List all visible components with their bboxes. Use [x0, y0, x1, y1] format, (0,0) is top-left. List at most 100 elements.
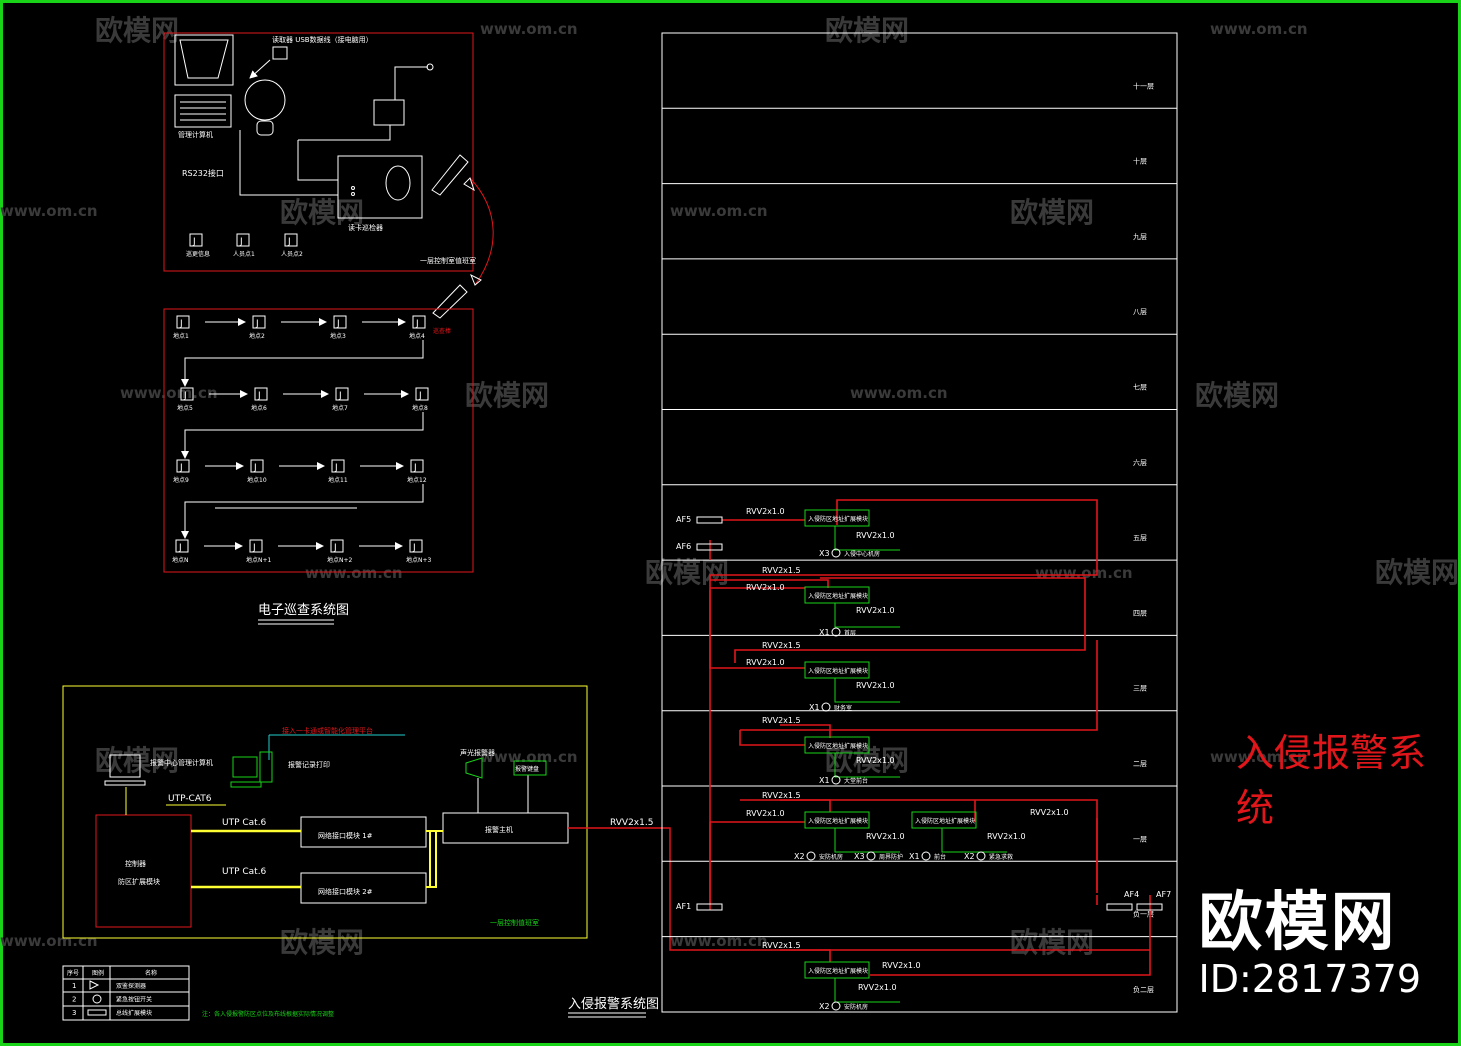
- af-terminal: [1136, 903, 1163, 911]
- legend-header: 名称: [145, 969, 157, 977]
- patrol-point-label: 地点12: [407, 476, 427, 484]
- riser-frame: [661, 32, 1178, 1013]
- cable-label-device: RVV2x1.0: [746, 809, 785, 818]
- floor-label: 九层: [1133, 232, 1147, 241]
- utp-label-2: UTP Cat.6: [222, 818, 267, 828]
- patrol-point-label: 地点N+1: [246, 556, 272, 564]
- watermark-url: www.om.cn: [120, 384, 218, 402]
- legend-no: 1: [72, 982, 76, 990]
- control-room-label: 一层控制室值班室: [420, 256, 476, 265]
- patrol-point-icon: [175, 539, 189, 553]
- watermark-logo: 欧模网: [1010, 926, 1094, 959]
- riser-diagram: 十一层十层九层八层七层六层五层四层三层二层一层负一层负二层AF5AF6AF1AF…: [661, 32, 1178, 1013]
- patrol-point-mark: J: [338, 391, 342, 401]
- bus-cable-link: [568, 827, 1150, 951]
- patrol-wand-icon-2: [432, 284, 468, 319]
- patrol-point-icon: [176, 459, 190, 473]
- cable-label-device: RVV2x1.0: [856, 531, 895, 540]
- patrol-point-mark: J: [179, 463, 183, 473]
- patrol-point-mark: J: [413, 463, 417, 473]
- watermark-layer: 欧模网欧模网欧模网欧模网欧模网欧模网欧模网欧模网欧模网欧模网欧模网欧模网www.…: [0, 14, 1459, 959]
- patrol-point-icon: [409, 539, 423, 553]
- patrol-diagram: [163, 32, 494, 573]
- floor-label: 六层: [1133, 458, 1147, 467]
- module-label: 入侵防区地址扩展模块: [808, 742, 868, 750]
- legend-name: 双鉴探测器: [116, 982, 146, 990]
- patrol-point-mark: J: [183, 391, 187, 401]
- floor-label: 三层: [1133, 685, 1147, 693]
- cable-label-device: RVV2x1.0: [746, 658, 785, 667]
- device-name: 财务室: [834, 704, 852, 712]
- watermark-logo: 欧模网: [825, 744, 909, 777]
- patrol-point-label: 地点N+3: [406, 556, 432, 564]
- patrol-wand-icon: [431, 154, 469, 196]
- host-label: 报警主机: [485, 825, 513, 834]
- patrol-point-icon: [189, 233, 203, 247]
- patrol-point-label: 地点7: [332, 404, 348, 412]
- legend-header: 序号: [67, 969, 79, 977]
- alarm-bus-wire: [780, 799, 831, 812]
- module-label: 入侵防区地址扩展模块: [915, 817, 975, 825]
- floor-label: 十一层: [1133, 81, 1154, 90]
- device-id: X3: [854, 852, 865, 861]
- cable-label-device: RVV2x1.0: [746, 507, 785, 516]
- floor-label: 负一层: [1133, 910, 1154, 919]
- room-label: 一层控制值班室: [490, 918, 539, 927]
- patrol-point-label: 地点2: [249, 332, 265, 340]
- af-label: AF5: [676, 515, 691, 524]
- cable-label-device: RVV2x1.0: [856, 606, 895, 615]
- watermark-url: www.om.cn: [0, 202, 98, 220]
- patrol-point-label: 地点N: [172, 556, 189, 564]
- patrol-point-mark: J: [192, 237, 196, 247]
- watermark-url: www.om.cn: [480, 20, 578, 38]
- patrol-point-label: 地点1: [173, 332, 189, 340]
- patrol-point-label: 地点6: [251, 404, 267, 412]
- cable-label-device: RVV2x1.0: [866, 832, 905, 841]
- reader-label: 读卡巡检器: [348, 223, 383, 232]
- floor-label: 负二层: [1133, 985, 1154, 994]
- patrol-point-icon: [249, 539, 263, 553]
- alarm-bus-wire: [740, 640, 1098, 731]
- watermark-logo: 欧模网: [95, 744, 179, 777]
- device-name: 大堂前台: [844, 777, 868, 785]
- patrol-point-icon: [252, 315, 266, 329]
- computer-icon: [104, 754, 146, 786]
- patrol-point-icon: [180, 387, 194, 401]
- cable-label-device: RVV2x1.0: [858, 983, 897, 992]
- watermark-url: www.om.cn: [305, 564, 403, 582]
- patrol-point-icon: [176, 315, 190, 329]
- patrol-point-icon: [415, 387, 429, 401]
- watermark-logo: 欧模网: [95, 14, 179, 47]
- keyboard-note: 接入一卡通或智能化管理平台: [282, 726, 373, 735]
- cable-label-device: RVV2x1.0: [856, 681, 895, 690]
- legend-header: 图例: [92, 969, 104, 977]
- patrol-route-box: [163, 308, 474, 573]
- siren-icon: [465, 757, 483, 779]
- alarm-bus-wire: [780, 724, 831, 738]
- detector-icon: [831, 548, 841, 558]
- af-label: AF7: [1156, 890, 1171, 899]
- af-terminal: [696, 516, 723, 524]
- patrol-point-label: 地点10: [247, 476, 267, 484]
- patrol-point-icon: [236, 233, 250, 247]
- pc-icon: [174, 94, 232, 128]
- module-label: 入侵防区地址扩展模块: [808, 592, 868, 600]
- device-id: X2: [794, 852, 805, 861]
- cabinet-line-2: 防区扩展模块: [118, 877, 160, 886]
- detector-icon: [866, 851, 876, 861]
- alarm-bus-wire: [709, 499, 1098, 910]
- brand-name: 欧模网: [1198, 886, 1397, 960]
- side-title: 入侵报警系统: [1236, 731, 1427, 830]
- patrol-point-label: 人员点2: [281, 250, 303, 258]
- intrusion-diagram: [62, 685, 1150, 1021]
- cable-label-bus: RVV2x1.5: [762, 566, 801, 575]
- patrol-point-icon: [331, 459, 345, 473]
- module-label: 入侵防区地址扩展模块: [808, 515, 868, 523]
- watermark-logo: 欧模网: [465, 379, 549, 412]
- patrol-point-mark: J: [257, 391, 261, 401]
- cable-label-bus: RVV2x1.5: [762, 716, 801, 725]
- device-id: X3: [819, 549, 830, 558]
- detector-icon: [806, 851, 816, 861]
- cable-coil-icon: [244, 79, 286, 121]
